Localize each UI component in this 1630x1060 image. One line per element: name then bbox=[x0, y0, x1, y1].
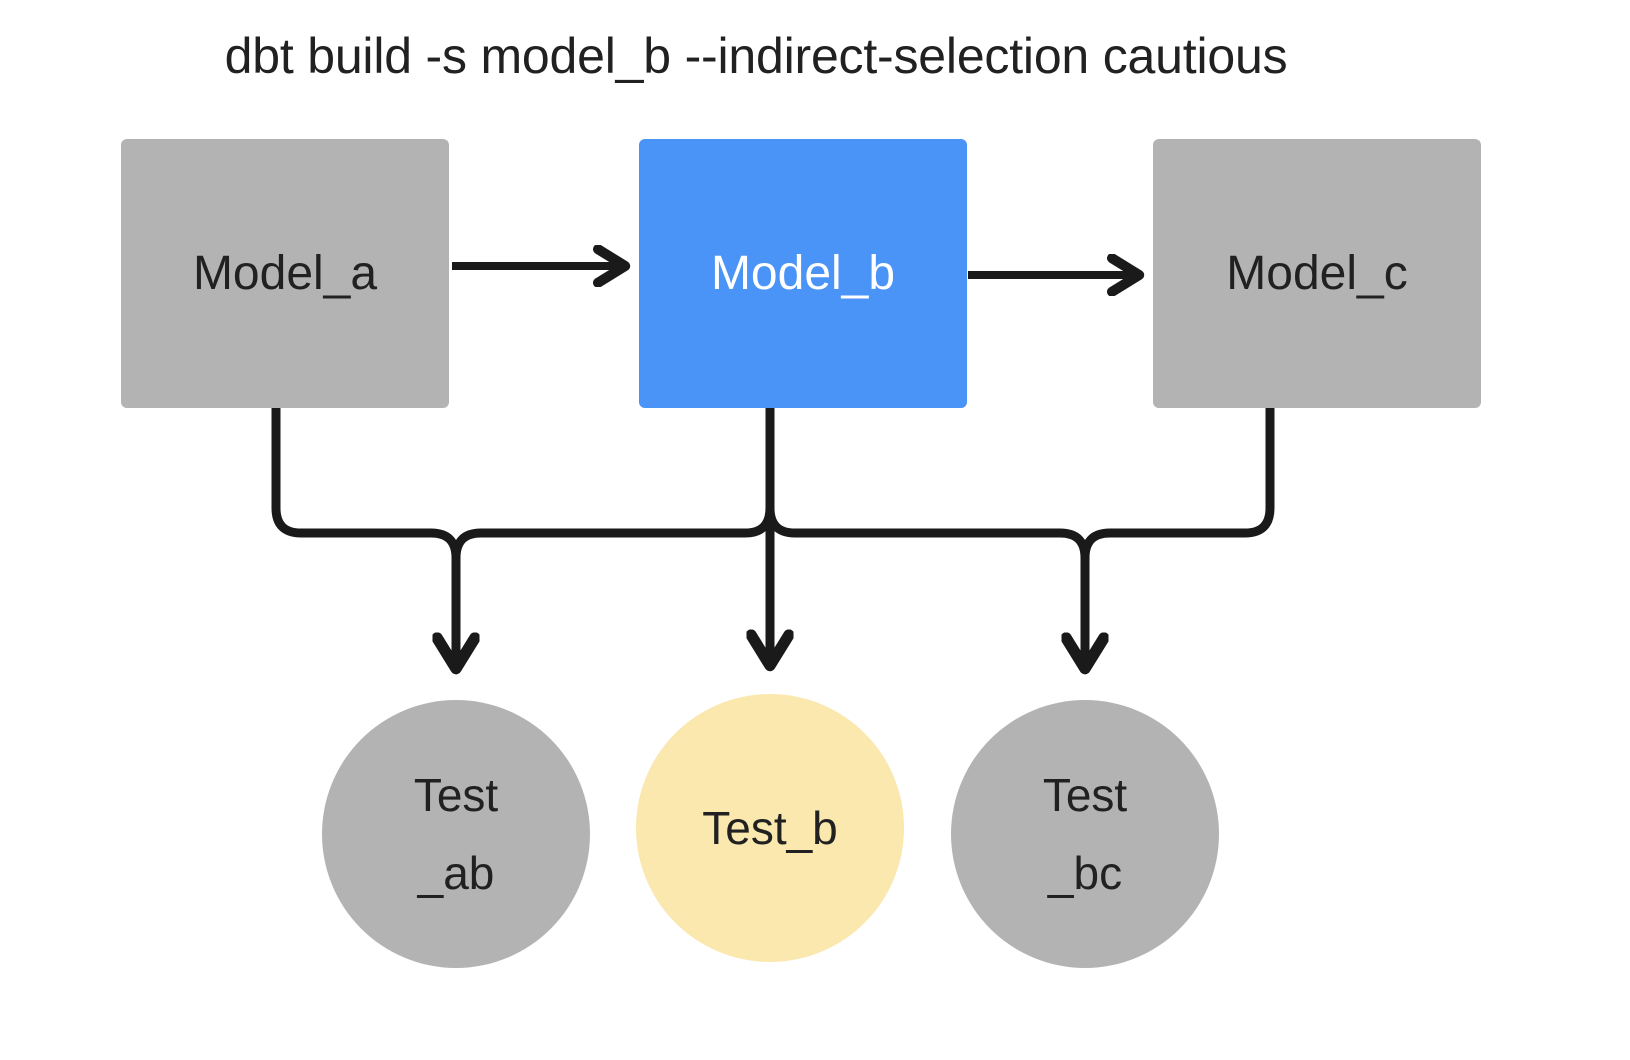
node-test-bc[interactable]: Test _bc bbox=[951, 700, 1219, 968]
node-test-bc-label-line2: _bc bbox=[1047, 847, 1123, 899]
node-test-bc-label-line1: Test bbox=[1042, 769, 1128, 821]
edge-model-a-to-test-ab bbox=[271, 408, 456, 665]
node-model-a-label: Model_a bbox=[192, 246, 378, 300]
node-model-c-label: Model_c bbox=[1226, 246, 1408, 300]
node-test-ab-label-line1: Test bbox=[413, 769, 499, 821]
node-test-ab-label-line2: _ab bbox=[417, 847, 495, 899]
edge-model-c-to-test-bc bbox=[1085, 408, 1275, 665]
edge-model-b-to-test-ab bbox=[456, 408, 775, 665]
node-model-c[interactable]: Model_c bbox=[1153, 139, 1481, 408]
node-model-b-label: Model_b bbox=[710, 246, 896, 300]
node-model-a[interactable]: Model_a bbox=[121, 139, 449, 408]
node-model-b[interactable]: Model_b bbox=[639, 139, 967, 408]
node-test-ab[interactable]: Test _ab bbox=[322, 700, 590, 968]
page-title: dbt build -s model_b --indirect-selectio… bbox=[224, 28, 1288, 84]
node-test-b[interactable]: Test_b bbox=[636, 694, 904, 962]
node-test-b-label: Test_b bbox=[702, 802, 838, 854]
edge-model-b-to-test-bc bbox=[765, 408, 1085, 665]
